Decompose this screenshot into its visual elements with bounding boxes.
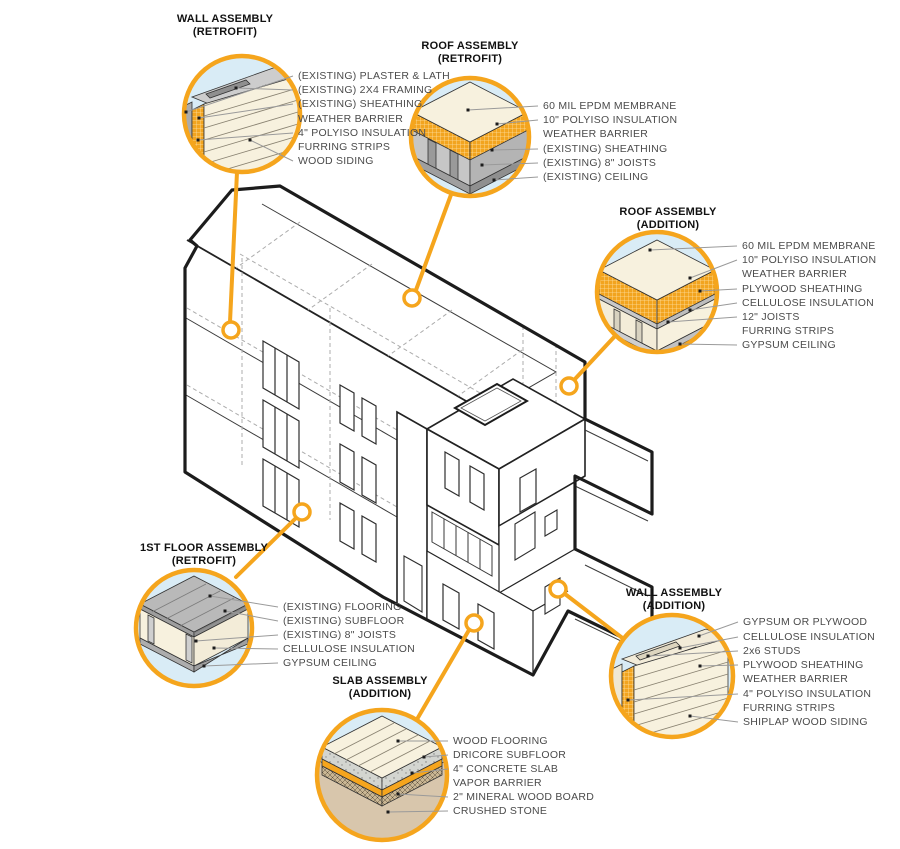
layer-label: (EXISTING) PLASTER & LATH — [298, 70, 450, 82]
layer-label: VAPOR BARRIER — [453, 777, 542, 789]
callout-title-wall-retrofit: WALL ASSEMBLY(RETROFIT) — [176, 13, 274, 38]
callout-title-roof-addition: ROOF ASSEMBLY(ADDITION) — [619, 206, 717, 231]
layer-label: 2x6 STUDS — [743, 645, 801, 657]
roof-addition-detail-circle — [594, 229, 720, 355]
layer-label: CELLULOSE INSULATION — [283, 643, 416, 655]
layer-label: WEATHER BARRIER — [743, 673, 849, 685]
slab-addition-detail-circle — [314, 707, 450, 843]
layer-label: WEATHER BARRIER — [742, 268, 848, 280]
layer-label: 12" JOISTS — [742, 311, 800, 323]
layer-label: 4" CONCRETE SLAB — [453, 763, 559, 775]
layer-label: FURRING STRIPS — [742, 325, 835, 337]
layer-label: (EXISTING) FLOORING — [283, 601, 402, 613]
leader-endpoint-markers — [221, 288, 579, 633]
layer-label: 60 MIL EPDM MEMBRANE — [543, 100, 677, 112]
building-outline — [183, 184, 654, 677]
recessed-level-glazing — [431, 511, 493, 577]
layer-label: CELLULOSE INSULATION — [743, 631, 876, 643]
layer-label: (EXISTING) SHEATHING — [543, 143, 668, 155]
layer-label: (EXISTING) SHEATHING — [298, 98, 423, 110]
layer-label: 10" POLYISO INSULATION — [742, 254, 877, 266]
layer-label: (EXISTING) 8" JOISTS — [283, 629, 397, 641]
callout-title-slab-addition: SLAB ASSEMBLY(ADDITION) — [332, 675, 428, 700]
wall-addition-detail-circle — [608, 612, 736, 740]
label-leader-lines — [185, 75, 739, 813]
layer-label: WOOD SIDING — [298, 155, 374, 167]
connector-shaft — [396, 410, 428, 622]
layer-label: DRICORE SUBFLOOR — [453, 749, 567, 761]
layer-label: 4" POLYISO INSULATION — [743, 688, 872, 700]
layer-label: WEATHER BARRIER — [543, 128, 649, 140]
wall-retrofit-detail-circle — [181, 53, 303, 175]
layer-label: 10" POLYISO INSULATION — [543, 114, 678, 126]
layer-label: (EXISTING) 8" JOISTS — [543, 157, 657, 169]
layer-label: GYPSUM CEILING — [283, 657, 377, 669]
roof-retrofit-detail-circle — [408, 75, 532, 199]
layer-label: CRUSHED STONE — [453, 805, 548, 817]
layer-label: FURRING STRIPS — [743, 702, 836, 714]
callout-title-floor-retrofit: 1ST FLOOR ASSEMBLY(RETROFIT) — [139, 542, 269, 567]
layer-label: (EXISTING) 2X4 FRAMING — [298, 84, 433, 96]
layer-label: SHIPLAP WOOD SIDING — [743, 716, 868, 728]
layer-label: WEATHER BARRIER — [298, 113, 404, 125]
layer-label: PLYWOOD SHEATHING — [742, 283, 863, 295]
callout-leader-lines — [228, 170, 627, 723]
layer-label: (EXISTING) SUBFLOOR — [283, 615, 405, 627]
floor-retrofit-detail-circle — [133, 567, 255, 689]
callout-title-roof-retrofit: ROOF ASSEMBLY(RETROFIT) — [421, 40, 519, 65]
label-anchor-dots — [184, 86, 702, 814]
layer-label: PLYWOOD SHEATHING — [743, 659, 864, 671]
layer-label: WOOD FLOORING — [453, 735, 548, 747]
layer-label: 2" MINERAL WOOD BOARD — [453, 791, 595, 803]
layer-label: FURRING STRIPS — [298, 141, 391, 153]
layer-label: GYPSUM CEILING — [742, 339, 836, 351]
layer-label: 4" POLYISO INSULATION — [298, 127, 427, 139]
layer-label: GYPSUM OR PLYWOOD — [743, 616, 868, 628]
layer-label: CELLULOSE INSULATION — [742, 297, 875, 309]
facade-windows — [262, 339, 377, 564]
layer-label: (EXISTING) CEILING — [543, 171, 649, 183]
callout-title-wall-addition: WALL ASSEMBLY(ADDITION) — [625, 587, 723, 612]
layer-label: 60 MIL EPDM MEMBRANE — [742, 240, 876, 252]
